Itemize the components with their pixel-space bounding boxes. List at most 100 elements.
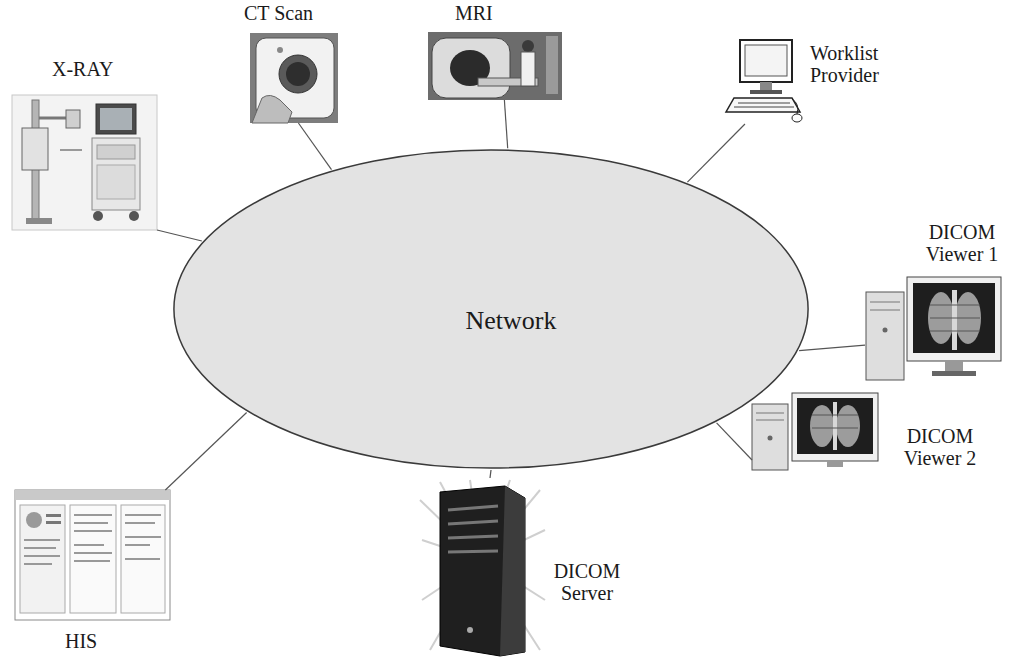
viewer-illustration-part: [836, 405, 860, 447]
mri-illustration: [428, 32, 562, 100]
network-ellipse: Network: [172, 148, 810, 470]
his-illustration-part: [26, 512, 42, 528]
viewer-illustration-part: [797, 398, 873, 454]
computer-illustration-part: [734, 107, 794, 108]
xray-illustration-part: [93, 211, 103, 221]
device-label: DICOM Viewer 1: [920, 221, 1004, 266]
his-illustration-part-part: [74, 522, 108, 524]
xray-illustration-part: [96, 104, 136, 134]
his-illustration-part: [15, 490, 170, 620]
viewer-illustration-part: [913, 283, 995, 353]
viewer-illustration-part: [866, 292, 904, 380]
xray-illustration-part: [60, 149, 82, 151]
xray-illustration-part: [97, 145, 135, 159]
viewer-illustration-part: [930, 331, 980, 332]
viewer-illustration-part: [945, 361, 963, 371]
device-label: HIS: [65, 630, 97, 652]
ct-illustration: [250, 33, 338, 123]
viewer-illustration-part: [952, 290, 957, 350]
connector-line: [799, 345, 865, 350]
xray-illustration-part: [26, 218, 52, 224]
his-illustration: [15, 490, 170, 620]
server-illustration-part: [440, 486, 525, 656]
computer-illustration-part: [792, 114, 802, 122]
ct-illustration-part: [277, 47, 283, 53]
viewer-illustration-part: [810, 405, 834, 447]
connector-line: [490, 470, 491, 478]
server-illustration-part: [448, 551, 498, 552]
his-illustration-part: [46, 514, 61, 517]
mri-illustration-part: [546, 36, 558, 94]
his-illustration-part: [24, 515, 161, 564]
viewer-illustration-part: [932, 371, 976, 376]
viewer-illustration-part: [812, 428, 858, 429]
server-illustration-part: [448, 521, 498, 524]
connector-line: [298, 123, 331, 170]
connector-line: [504, 100, 507, 148]
network-label: Network: [466, 306, 557, 335]
computer-illustration-part: [760, 82, 772, 90]
his-illustration-part-part: [74, 514, 112, 516]
ct-illustration-part: [252, 95, 292, 123]
viewer-illustration-part: [827, 461, 843, 467]
his-illustration-part-part: [125, 514, 161, 516]
device-node: CT Scan: [250, 33, 338, 123]
server-illustration-part: [448, 506, 498, 510]
mri-illustration-part: [428, 32, 562, 100]
computer-illustration-part: [745, 45, 787, 76]
xray-illustration-part: [12, 95, 157, 230]
ct-illustration-part: [286, 62, 310, 86]
server-illustration-part: [467, 627, 473, 633]
viewer-illustration-part: [930, 305, 980, 306]
xray-illustration-part: [92, 138, 140, 210]
mri-illustration-part: [432, 38, 510, 98]
his-illustration-part-part: [125, 558, 160, 560]
viewer-illustration-part: [883, 328, 888, 333]
his-illustration-part-part: [24, 539, 60, 541]
xray-illustration-part: [22, 128, 48, 170]
device-label: Worklist Provider: [810, 42, 892, 87]
viewer-illustration: [866, 277, 1001, 380]
his-illustration-part-part: [24, 555, 60, 557]
device-label: DICOM Viewer 2: [896, 425, 984, 470]
computer-illustration-part: [792, 99, 798, 114]
his-illustration-part: [121, 505, 165, 613]
computer-illustration-part: [726, 98, 800, 112]
viewer-illustration-part: [768, 436, 773, 441]
server-illustration-part: [500, 486, 525, 656]
viewer-illustration-part: [833, 402, 837, 450]
his-illustration-part-part: [125, 522, 155, 524]
viewer-illustration-part: [870, 302, 900, 303]
server-illustration: [420, 480, 545, 656]
viewer-illustration-part: [756, 420, 784, 421]
connector-line: [717, 423, 752, 460]
xray-illustration-part: [66, 110, 80, 128]
mri-illustration-part: [522, 40, 534, 52]
ct-illustration-part: [250, 33, 338, 123]
device-label: CT Scan: [244, 2, 313, 24]
device-node: DICOM Viewer 2: [752, 392, 880, 472]
ct-illustration-part: [279, 55, 317, 93]
connector-line: [157, 230, 202, 241]
his-illustration-part-part: [74, 552, 112, 554]
his-illustration-part-part: [74, 530, 112, 532]
xray-illustration-part: [129, 211, 139, 221]
computer-illustration-part: [738, 103, 790, 104]
device-node: X-RAY: [12, 95, 157, 230]
device-node: MRI: [428, 32, 562, 100]
viewer-illustration-part: [907, 277, 1001, 361]
his-illustration-part: [70, 505, 116, 613]
his-illustration-part: [20, 505, 65, 613]
viewer-illustration-part: [756, 413, 784, 414]
ellipse-outline: [174, 150, 808, 468]
device-label: X-RAY: [52, 58, 114, 80]
xray-illustration-part: [39, 117, 70, 120]
his-illustration-part-part: [125, 536, 161, 538]
xray-illustration: [12, 95, 157, 230]
viewer-illustration-part: [792, 393, 878, 461]
device-label: MRI: [455, 2, 493, 24]
his-illustration-part: [46, 521, 61, 524]
viewer-illustration-part: [812, 415, 858, 416]
device-label: DICOM Server: [548, 560, 626, 605]
